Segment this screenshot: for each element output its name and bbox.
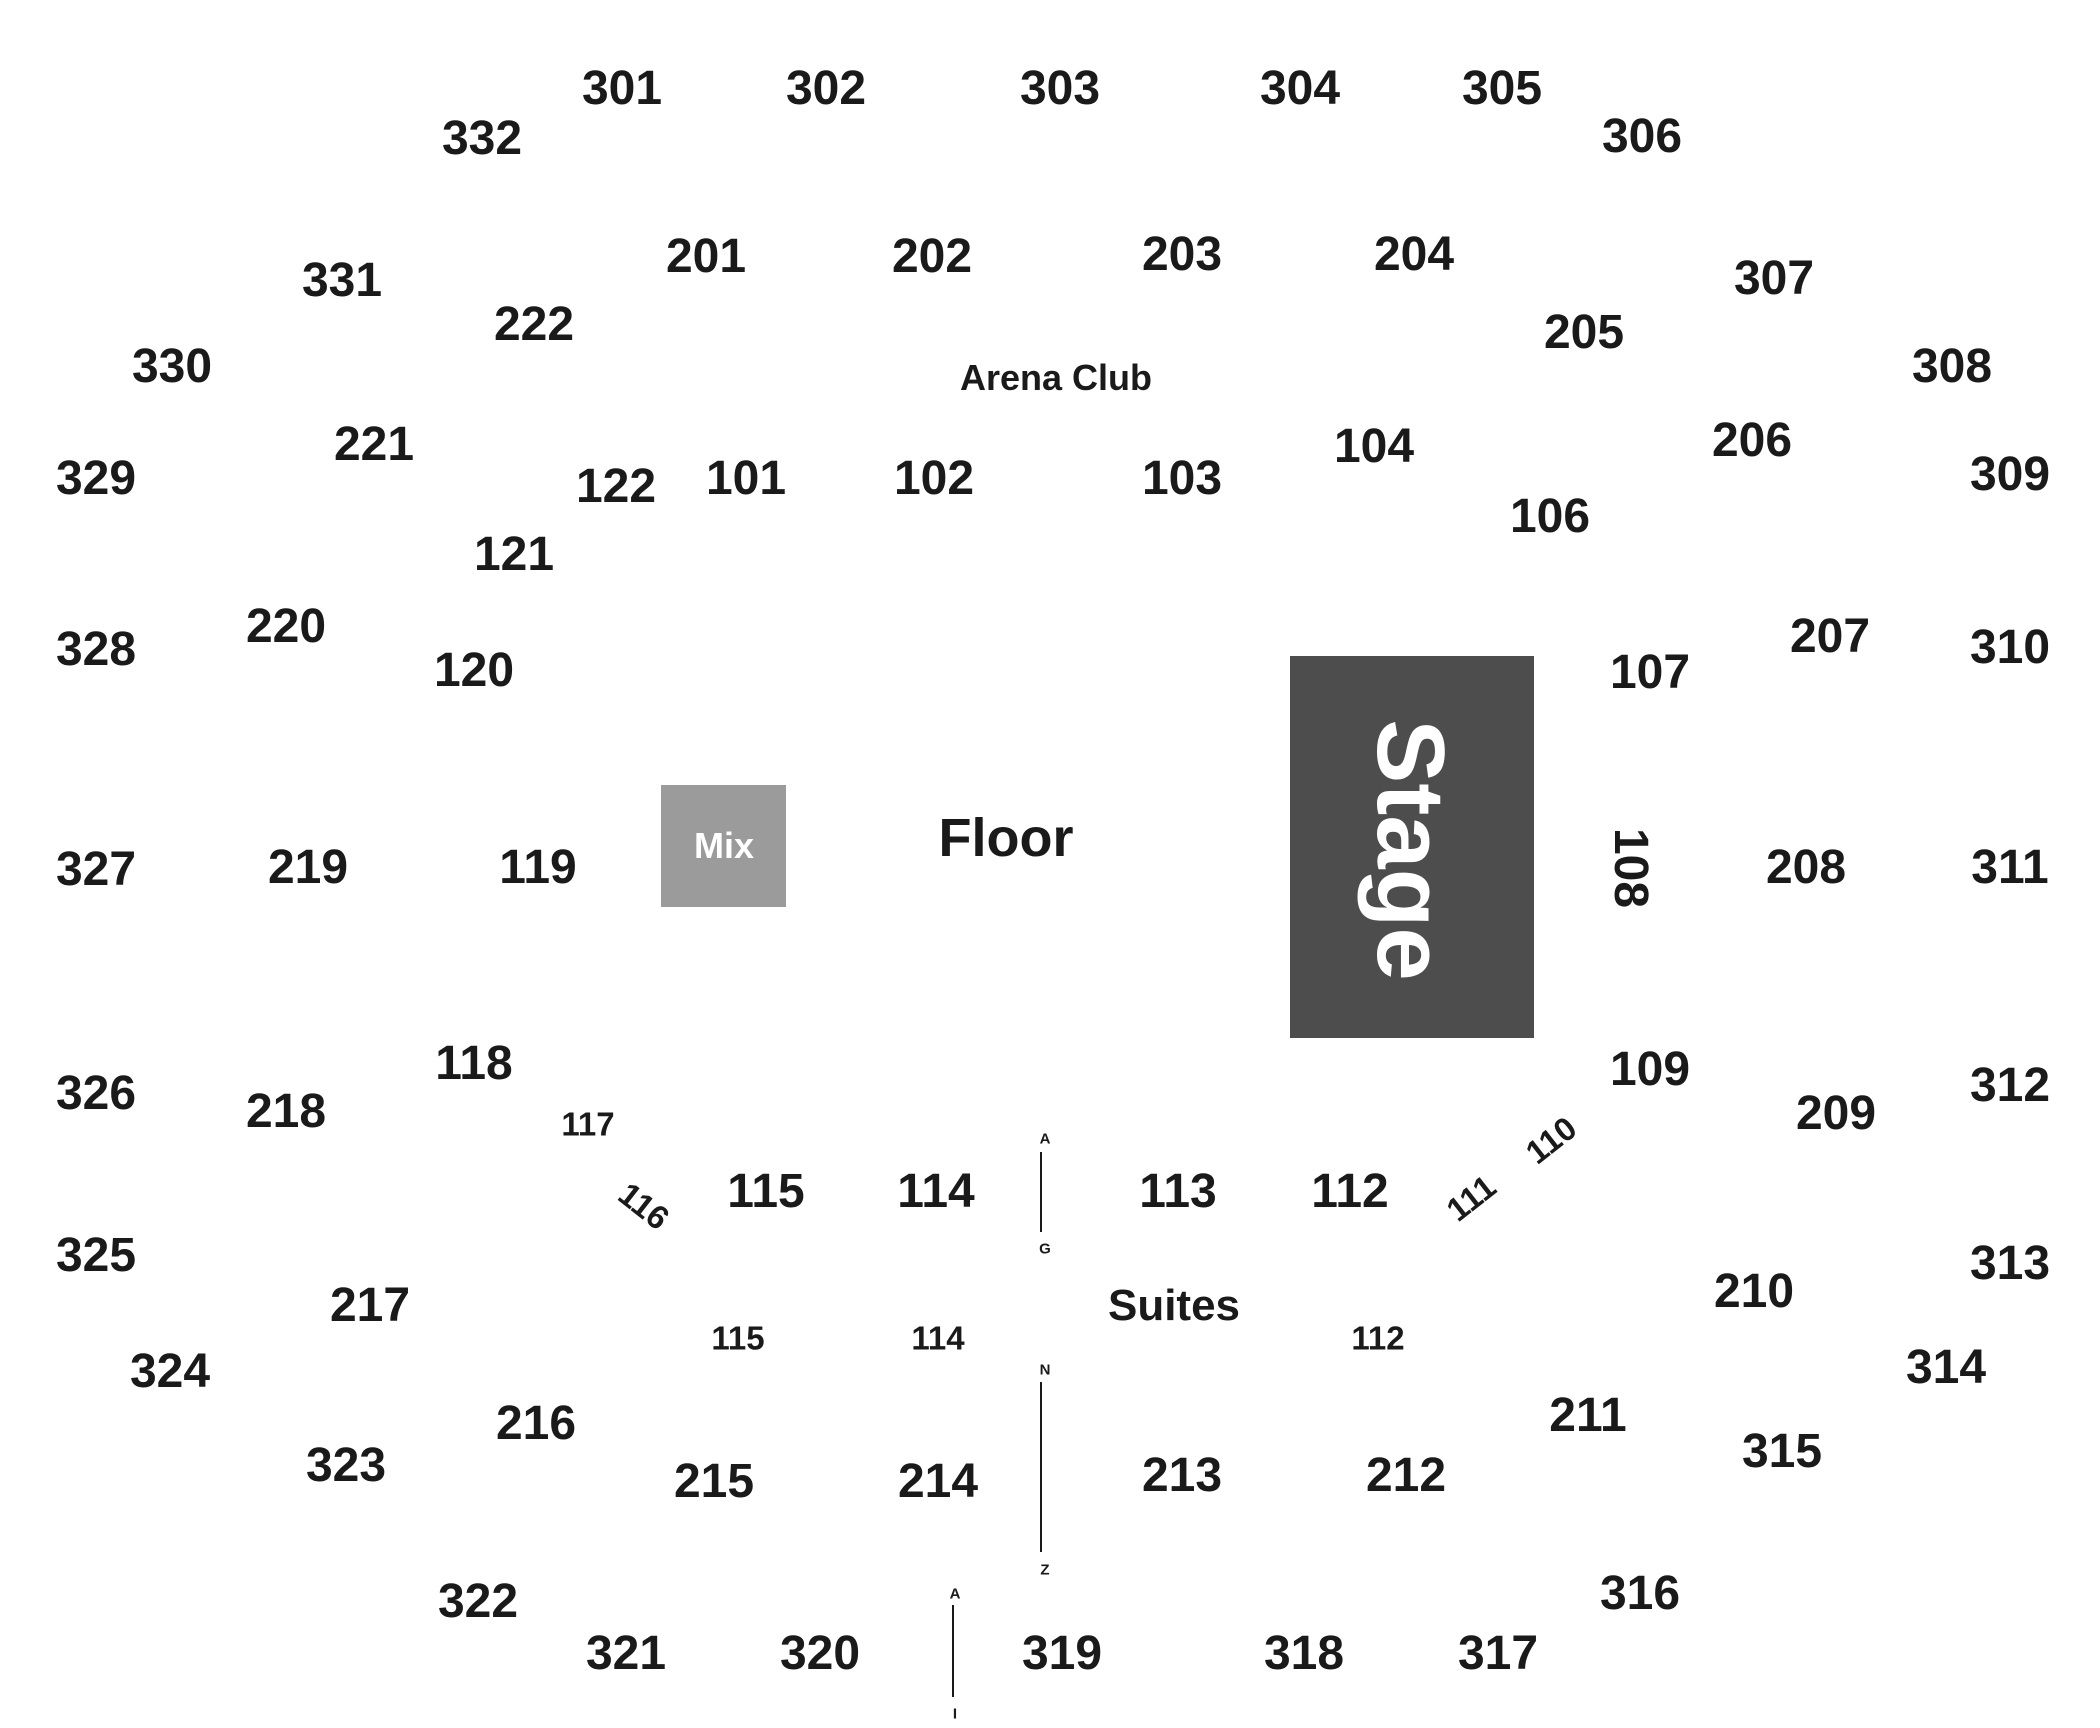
suite-marker-112[interactable]: 112 bbox=[1351, 1319, 1405, 1357]
section-323[interactable]: 323 bbox=[305, 1439, 387, 1492]
section-213[interactable]: 213 bbox=[1141, 1449, 1223, 1502]
section-313[interactable]: 313 bbox=[1969, 1237, 2051, 1290]
section-118[interactable]: 118 bbox=[435, 1037, 513, 1090]
section-120[interactable]: 120 bbox=[433, 644, 515, 697]
section-122[interactable]: 122 bbox=[575, 460, 657, 513]
section-303[interactable]: 303 bbox=[1019, 62, 1101, 115]
section-309[interactable]: 309 bbox=[1969, 448, 2051, 501]
section-206[interactable]: 206 bbox=[1711, 414, 1793, 467]
section-322[interactable]: 322 bbox=[437, 1575, 519, 1628]
row-marker-i: I bbox=[952, 1705, 958, 1723]
section-205[interactable]: 205 bbox=[1543, 306, 1625, 359]
stage-label: Stage bbox=[1357, 719, 1464, 981]
section-325[interactable]: 325 bbox=[55, 1229, 137, 1282]
section-310[interactable]: 310 bbox=[1969, 621, 2051, 674]
section-308[interactable]: 308 bbox=[1911, 340, 1993, 393]
row-marker-g: G bbox=[1039, 1240, 1051, 1258]
section-210[interactable]: 210 bbox=[1713, 1265, 1795, 1318]
suites-label: Suites bbox=[1107, 1281, 1241, 1330]
section-214[interactable]: 214 bbox=[897, 1455, 979, 1508]
section-317[interactable]: 317 bbox=[1457, 1627, 1539, 1680]
section-115[interactable]: 115 bbox=[727, 1165, 805, 1218]
mix-label: Mix bbox=[693, 825, 755, 866]
section-328[interactable]: 328 bbox=[55, 623, 137, 676]
section-211[interactable]: 211 bbox=[1549, 1389, 1627, 1442]
section-222[interactable]: 222 bbox=[493, 298, 575, 351]
section-204[interactable]: 204 bbox=[1373, 228, 1455, 281]
section-330[interactable]: 330 bbox=[131, 340, 213, 393]
section-218[interactable]: 218 bbox=[245, 1085, 327, 1138]
section-329[interactable]: 329 bbox=[55, 452, 137, 505]
floor-section[interactable]: Floor bbox=[938, 808, 1074, 868]
section-208[interactable]: 208 bbox=[1765, 841, 1847, 894]
section-109[interactable]: 109 bbox=[1609, 1043, 1691, 1096]
section-327[interactable]: 327 bbox=[55, 843, 137, 896]
section-220[interactable]: 220 bbox=[245, 600, 327, 653]
section-315[interactable]: 315 bbox=[1741, 1425, 1823, 1478]
section-209[interactable]: 209 bbox=[1795, 1087, 1877, 1140]
row-marker-n: N bbox=[1039, 1361, 1051, 1379]
section-101[interactable]: 101 bbox=[705, 452, 787, 505]
section-215[interactable]: 215 bbox=[673, 1455, 755, 1508]
section-121[interactable]: 121 bbox=[473, 528, 555, 581]
section-112[interactable]: 112 bbox=[1311, 1165, 1389, 1218]
section-113[interactable]: 113 bbox=[1139, 1165, 1217, 1218]
section-305[interactable]: 305 bbox=[1461, 62, 1543, 115]
section-219[interactable]: 219 bbox=[267, 841, 349, 894]
section-332[interactable]: 332 bbox=[441, 112, 523, 165]
section-217[interactable]: 217 bbox=[329, 1279, 411, 1332]
section-304[interactable]: 304 bbox=[1259, 62, 1341, 115]
section-301[interactable]: 301 bbox=[581, 62, 663, 115]
section-324[interactable]: 324 bbox=[129, 1345, 211, 1398]
suite-marker-114[interactable]: 114 bbox=[911, 1319, 965, 1357]
section-306[interactable]: 306 bbox=[1601, 110, 1683, 163]
section-201[interactable]: 201 bbox=[665, 230, 747, 283]
section-319[interactable]: 319 bbox=[1021, 1627, 1103, 1680]
section-221[interactable]: 221 bbox=[333, 418, 415, 471]
section-320[interactable]: 320 bbox=[779, 1627, 861, 1680]
section-212[interactable]: 212 bbox=[1365, 1449, 1447, 1502]
section-331[interactable]: 331 bbox=[301, 254, 383, 307]
section-202[interactable]: 202 bbox=[891, 230, 973, 283]
section-316[interactable]: 316 bbox=[1599, 1567, 1681, 1620]
mix-position bbox=[661, 785, 786, 907]
stage[interactable] bbox=[1290, 656, 1534, 1038]
section-102[interactable]: 102 bbox=[893, 452, 975, 505]
row-marker-a: A bbox=[1039, 1130, 1051, 1148]
section-117[interactable]: 117 bbox=[561, 1105, 615, 1143]
section-203[interactable]: 203 bbox=[1141, 228, 1223, 281]
section-311[interactable]: 311 bbox=[1971, 841, 2049, 894]
section-216[interactable]: 216 bbox=[495, 1397, 577, 1450]
suite-marker-115[interactable]: 115 bbox=[711, 1319, 765, 1357]
section-106[interactable]: 106 bbox=[1509, 490, 1591, 543]
section-321[interactable]: 321 bbox=[585, 1627, 667, 1680]
row-marker-z: Z bbox=[1040, 1561, 1050, 1579]
section-103[interactable]: 103 bbox=[1141, 452, 1223, 505]
section-108[interactable]: 108 bbox=[1604, 827, 1657, 909]
section-307[interactable]: 307 bbox=[1733, 252, 1815, 305]
section-119[interactable]: 119 bbox=[499, 841, 577, 894]
section-314[interactable]: 314 bbox=[1905, 1341, 1987, 1394]
section-104[interactable]: 104 bbox=[1333, 420, 1415, 473]
arena-club-label: Arena Club bbox=[959, 357, 1153, 398]
row-marker-a-lower: A bbox=[949, 1585, 961, 1603]
section-302[interactable]: 302 bbox=[785, 62, 867, 115]
section-207[interactable]: 207 bbox=[1789, 610, 1871, 663]
section-114[interactable]: 114 bbox=[897, 1165, 975, 1218]
section-318[interactable]: 318 bbox=[1263, 1627, 1345, 1680]
section-312[interactable]: 312 bbox=[1969, 1059, 2051, 1112]
section-107[interactable]: 107 bbox=[1609, 646, 1691, 699]
section-326[interactable]: 326 bbox=[55, 1067, 137, 1120]
